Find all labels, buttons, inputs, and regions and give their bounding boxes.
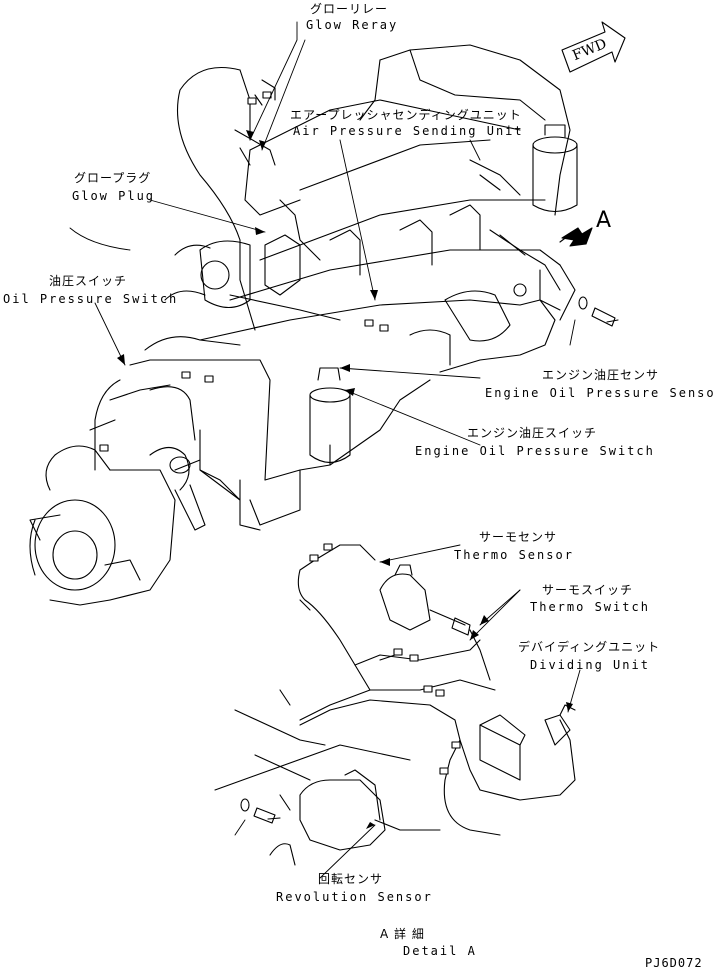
- revolution-sensor-label-jp: 回転センサ: [318, 872, 384, 886]
- filter-canister: [532, 124, 578, 213]
- glow-plug-label-jp: グロープラグ: [74, 171, 152, 185]
- air-pressure-label-jp: エアープレッシャセンディングユニット: [290, 108, 522, 122]
- engine-oil-sensor-label: Engine Oil Pressure Sensor: [485, 386, 715, 400]
- detail-a-label: Detail A: [403, 944, 477, 958]
- thermo-sensor-label-jp: サーモセンサ: [479, 530, 558, 544]
- oil-canister: [309, 367, 351, 464]
- detail-a-label-jp: A 詳 細: [380, 927, 425, 941]
- glow-relay-label: Glow Reray: [306, 18, 399, 32]
- transmission-left: [29, 379, 241, 606]
- engine-oil-sensor-label-jp: エンジン油圧センサ: [542, 368, 660, 382]
- connectors: [99, 91, 461, 775]
- injectors: [164, 204, 481, 309]
- leader-lines: [69, 21, 581, 879]
- dividing-unit-label-jp: デバイディングユニット: [518, 640, 661, 654]
- right-pipes: [409, 159, 561, 366]
- oil-pressure-switch-label-jp: 油圧スイッチ: [49, 274, 128, 288]
- engine-oil-switch-label-jp: エンジン油圧スイッチ: [467, 426, 598, 440]
- oil-pressure-switch-label: Oil Pressure Switch: [3, 292, 179, 306]
- glow-plug-label: Glow Plug: [72, 189, 156, 203]
- glow-relay-label-jp: グローリレー: [310, 2, 389, 16]
- drawing-code: PJ6D072: [645, 956, 703, 969]
- thermo-switch-label-jp: サーモスイッチ: [542, 583, 634, 597]
- revolution-sensor-label: Revolution Sensor: [276, 890, 433, 904]
- arrowheads: [117, 130, 573, 829]
- harness-top: [89, 66, 341, 431]
- view-a-arrow: [559, 227, 593, 247]
- fwd-arrow: [561, 21, 626, 73]
- view-a-marker: A: [596, 208, 612, 233]
- thermo-switch-label: Thermo Switch: [530, 600, 650, 614]
- dividing-unit-label: Dividing Unit: [530, 658, 650, 672]
- engine-oil-switch-label: Engine Oil Pressure Switch: [415, 444, 655, 458]
- detail-a-drawing: [214, 544, 576, 866]
- air-pressure-label: Air Pressure Sending Unit: [293, 124, 524, 138]
- thermo-sensor-label: Thermo Sensor: [454, 548, 574, 562]
- bolt-right: [578, 296, 619, 327]
